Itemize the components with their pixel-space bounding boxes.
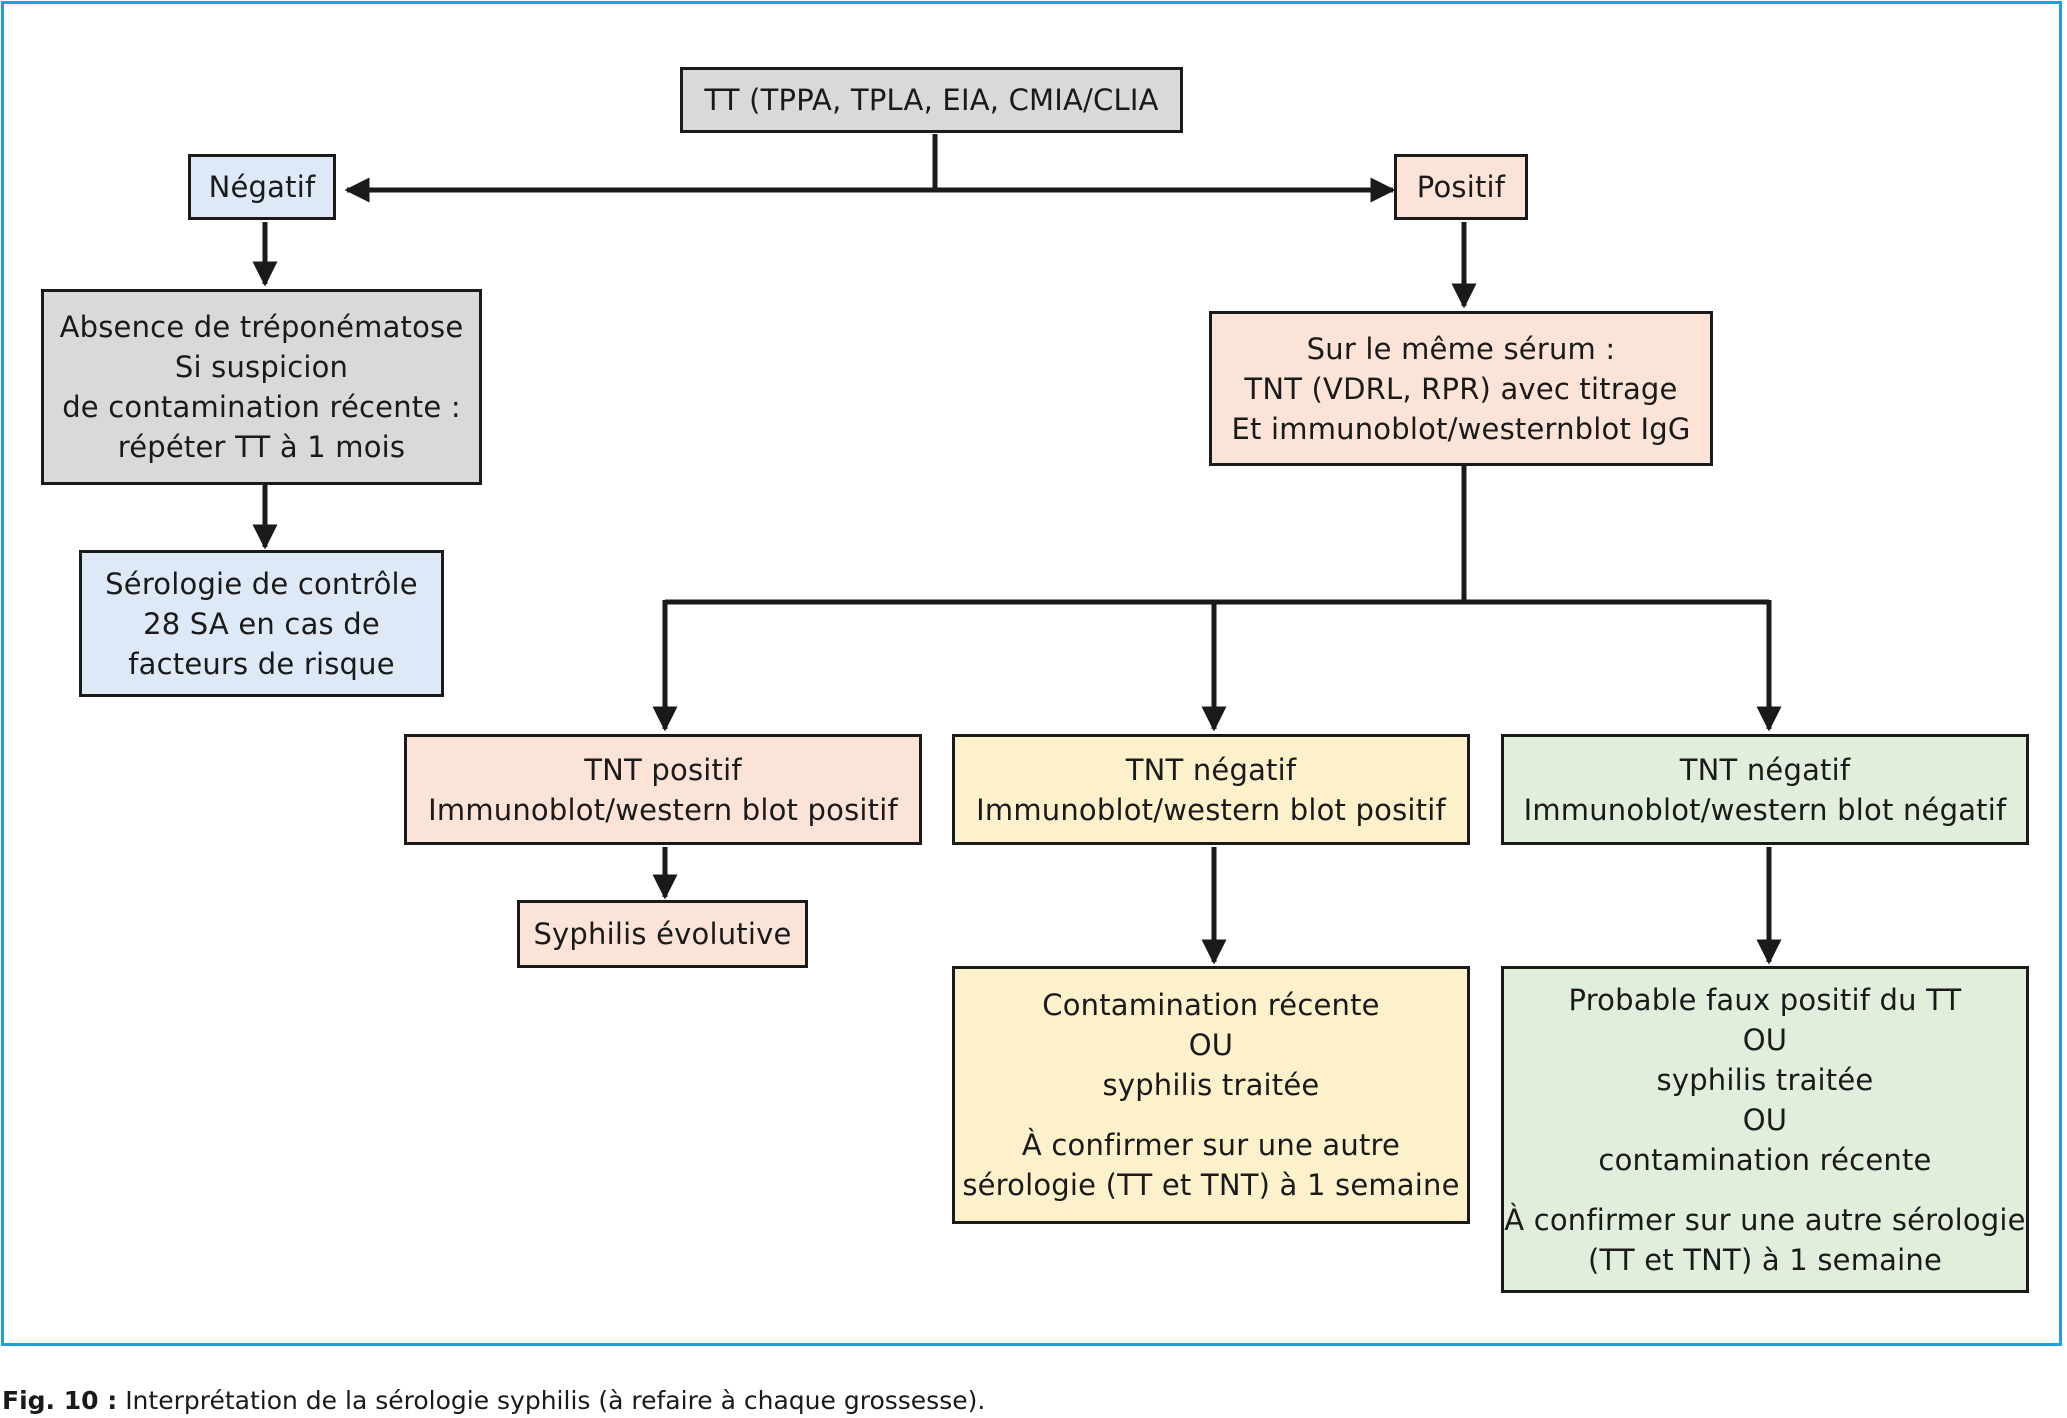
node-faux-positif: Probable faux positif du TT OU syphilis … <box>1501 966 2029 1293</box>
node-tnt-neg-neg-line-2: Immunoblot/western blot négatif <box>1523 792 2007 827</box>
node-faux-positif-line-2: OU <box>1742 1022 1788 1057</box>
node-absence-line-2: Si suspicion <box>174 350 349 384</box>
flowchart-connectors <box>252 134 1782 965</box>
node-contamination-recente: Contamination récente OU syphilis traité… <box>952 966 1470 1224</box>
node-contamination-note-2: sérologie (TT et TNT) à 1 semaine <box>962 1168 1460 1202</box>
node-tnt-neg-neg-line-1: TNT négatif <box>1679 752 1851 787</box>
node-absence-treponematose: Absence de tréponématose Si suspicion de… <box>41 289 482 485</box>
node-faux-positif-note-2: (TT et TNT) à 1 semaine <box>1587 1242 1943 1277</box>
node-syphilis-evolutive: Syphilis évolutive <box>517 900 808 968</box>
node-tnt-positif-line-1: TNT positif <box>584 752 742 787</box>
node-tnt-positif-line-2: Immunoblot/western blot positif <box>428 792 898 827</box>
node-faux-positif-line-1: Probable faux positif du TT <box>1568 982 1962 1017</box>
node-faux-positif-line-3: syphilis traitée <box>1656 1062 1874 1097</box>
node-contamination-line-2: OU <box>1188 1028 1234 1062</box>
caption-text: Interprétation de la sérologie syphilis … <box>125 1386 986 1415</box>
node-tnt-negatif-ib-negatif: TNT négatif Immunoblot/western blot néga… <box>1501 734 2029 845</box>
node-tnt-neg-pos-line-1: TNT négatif <box>1125 752 1297 787</box>
figure-caption: Fig. 10 : Interprétation de la sérologie… <box>2 1386 985 1415</box>
caption-label: Fig. 10 : <box>2 1386 118 1415</box>
node-controle-line-1: Sérologie de contrôle <box>105 566 418 601</box>
node-negatif: Négatif <box>188 154 336 220</box>
node-tt-tests-text: TT (TPPA, TPLA, EIA, CMIA/CLIA <box>704 83 1159 117</box>
node-absence-line-4: répéter TT à 1 mois <box>117 430 406 464</box>
node-contamination-line-3: syphilis traitée <box>1102 1068 1320 1102</box>
node-meme-serum: Sur le même sérum : TNT (VDRL, RPR) avec… <box>1209 311 1713 466</box>
node-tt-tests: TT (TPPA, TPLA, EIA, CMIA/CLIA <box>680 67 1183 133</box>
node-serum-line-2: TNT (VDRL, RPR) avec titrage <box>1244 371 1678 406</box>
node-contamination-line-1: Contamination récente <box>1042 988 1380 1022</box>
node-negatif-text: Négatif <box>208 170 316 204</box>
node-faux-positif-note-1: À confirmer sur une autre sérologie <box>1504 1202 2026 1237</box>
node-serologie-controle: Sérologie de contrôle 28 SA en cas de fa… <box>79 550 444 697</box>
node-faux-positif-line-5: contamination récente <box>1598 1142 1932 1177</box>
node-faux-positif-line-4: OU <box>1742 1102 1788 1137</box>
node-absence-line-1: Absence de tréponématose <box>59 310 464 344</box>
node-controle-line-2: 28 SA en cas de <box>143 606 380 641</box>
node-positif: Positif <box>1394 154 1528 220</box>
node-tnt-positif: TNT positif Immunoblot/western blot posi… <box>404 734 922 845</box>
node-serum-line-3: Et immunoblot/westernblot IgG <box>1231 411 1691 446</box>
node-contamination-note-1: À confirmer sur une autre <box>1021 1128 1401 1162</box>
node-absence-line-3: de contamination récente : <box>62 390 461 424</box>
figure-frame <box>1 1 2062 1346</box>
node-tnt-negatif-ib-positif: TNT négatif Immunoblot/western blot posi… <box>952 734 1470 845</box>
node-positif-text: Positif <box>1416 170 1506 204</box>
node-serum-line-1: Sur le même sérum : <box>1306 331 1616 366</box>
node-syphilis-text: Syphilis évolutive <box>533 917 792 951</box>
node-tnt-neg-pos-line-2: Immunoblot/western blot positif <box>976 792 1446 827</box>
node-controle-line-3: facteurs de risque <box>128 646 395 681</box>
